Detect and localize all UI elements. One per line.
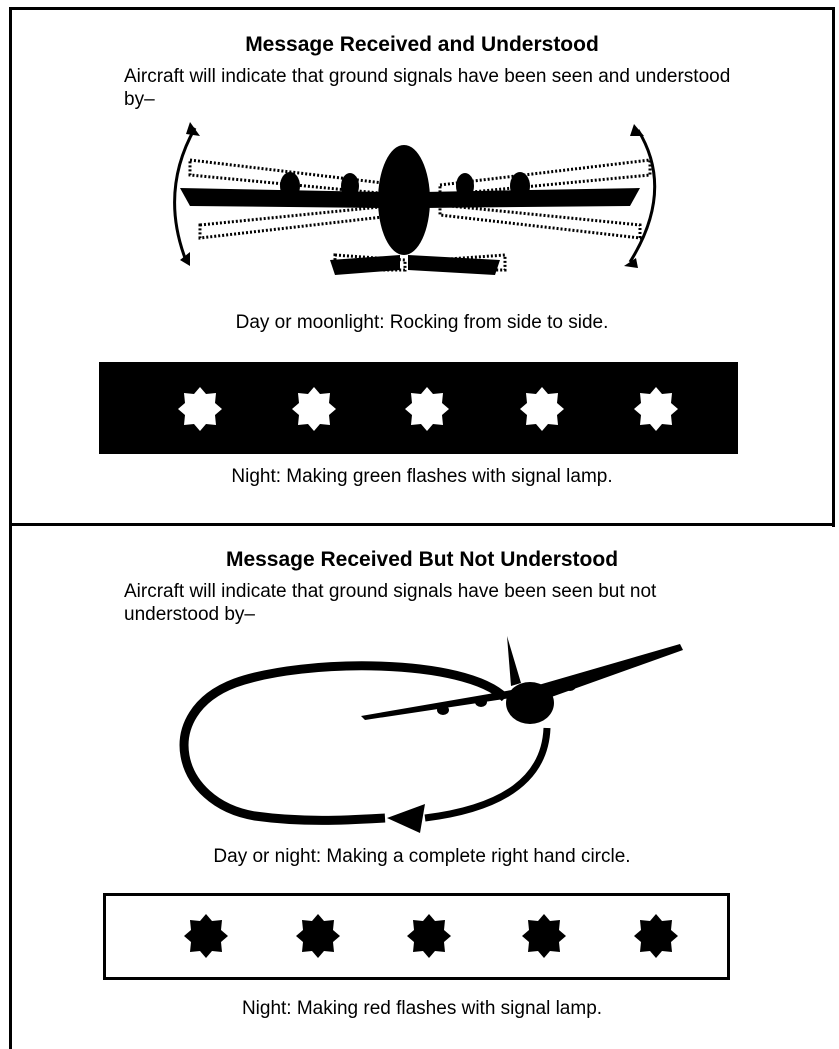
circle-arrow-head-icon (387, 804, 425, 833)
lamp-flash-icon (405, 387, 449, 431)
section-title-not-understood: Message Received But Not Understood (12, 548, 832, 572)
circle-path-return (425, 728, 547, 818)
circle-path (184, 666, 505, 821)
arrow-head-icon (630, 124, 644, 136)
lamp-flash-icon (407, 914, 451, 958)
frame-right-border (832, 7, 835, 527)
flash-row (99, 362, 738, 454)
green-lamp-bar (99, 362, 738, 454)
rocking-aircraft-illustration (160, 120, 680, 300)
lamp-flash-icon (292, 387, 336, 431)
lamp-flash-icon (634, 387, 678, 431)
lamp-flash-icon (178, 387, 222, 431)
red-lamp-bar (103, 893, 730, 980)
lamp-flash-icons (178, 387, 678, 431)
lamp-flash-icon (522, 914, 566, 958)
frame-left-border (9, 7, 12, 1049)
lamp-flash-icon (296, 914, 340, 958)
section-title-received: Message Received and Understood (12, 33, 832, 57)
day-caption-received: Day or moonlight: Rocking from side to s… (12, 312, 832, 334)
lamp-flash-icon (184, 914, 228, 958)
section-intro-received: Aircraft will indicate that ground signa… (124, 65, 744, 111)
day-caption-not-understood: Day or night: Making a complete right ha… (12, 846, 832, 868)
aircraft-silhouette (180, 145, 640, 275)
lamp-flash-icon (634, 914, 678, 958)
arrow-head-icon (186, 122, 200, 136)
lamp-flash-icons (184, 914, 678, 958)
night-caption-not-understood: Night: Making red flashes with signal la… (12, 998, 832, 1020)
flash-row (103, 893, 730, 980)
circling-aircraft-illustration (175, 628, 695, 833)
night-caption-received: Night: Making green flashes with signal … (12, 466, 832, 488)
section-divider (9, 523, 835, 526)
banking-aircraft-silhouette (361, 636, 683, 724)
frame-top-border (9, 7, 835, 10)
lamp-flash-icon (520, 387, 564, 431)
section-intro-not-understood: Aircraft will indicate that ground signa… (124, 580, 744, 626)
